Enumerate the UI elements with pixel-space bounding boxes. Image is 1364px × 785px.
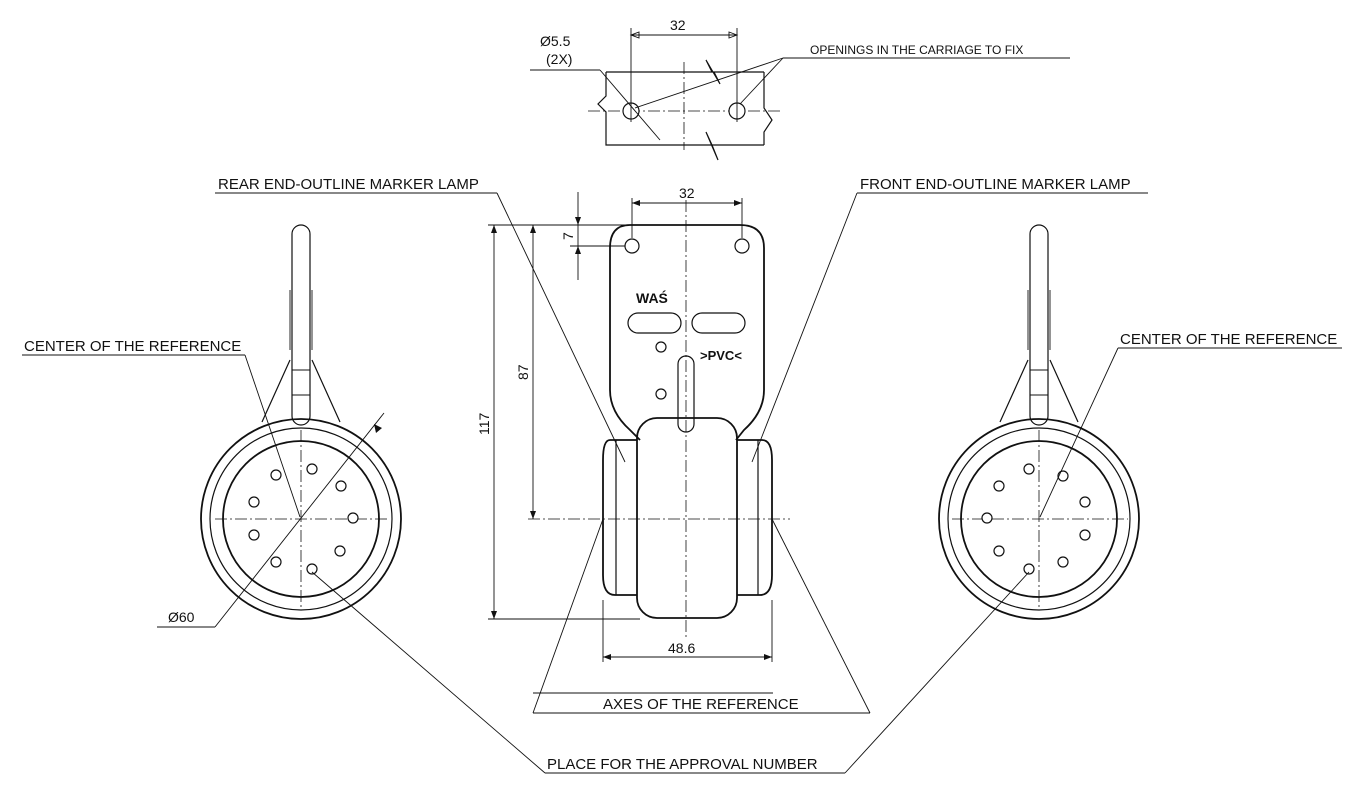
rear-lamp-view: CENTER OF THE REFERENCE Ø60 (22, 224, 402, 628)
front-lamp-view: CENTER OF THE REFERENCE (938, 224, 1342, 620)
slot-left (627, 312, 682, 334)
lamp-labels: REAR END-OUTLINE MARKER LAMP FRONT END-O… (215, 176, 1148, 463)
center-label-right: CENTER OF THE REFERENCE (1120, 331, 1337, 348)
slot-right (691, 312, 746, 334)
lamp-body (636, 417, 738, 619)
front-led-holes (981, 463, 1091, 575)
dim-top-spacing: 32 (670, 17, 686, 33)
dim-hole-count: (2X) (546, 51, 572, 67)
dim-total-height: 117 (476, 412, 492, 435)
bracket-hole-right (734, 238, 750, 254)
center-side-view: WAŚ >PVC< 32 7 87 (476, 185, 790, 662)
front-lamp-label: FRONT END-OUTLINE MARKER LAMP (860, 176, 1131, 193)
bottom-labels: AXES OF THE REFERENCE PLACE FOR THE APPR… (311, 518, 1030, 774)
material-marking: >PVC< (700, 348, 742, 363)
openings-label: OPENINGS IN THE CARRIAGE TO FIX (810, 43, 1023, 57)
dim-axis-height: 87 (515, 364, 531, 380)
rear-led-holes (248, 463, 359, 575)
brand-marking: WAŚ (636, 289, 668, 306)
bracket-hole-left (624, 238, 640, 254)
dim-hole-offset: 7 (560, 232, 576, 240)
dim-hole-diameter: Ø5.5 (540, 33, 571, 49)
dim-width: 48.6 (668, 640, 695, 656)
carriage-openings-detail: 32 Ø5.5 (2X) OPENINGS IN THE CARRIAGE TO… (530, 17, 1070, 161)
dim-bracket-spacing: 32 (679, 185, 695, 201)
axes-label: AXES OF THE REFERENCE (603, 696, 799, 713)
rear-lamp-label: REAR END-OUTLINE MARKER LAMP (218, 176, 479, 193)
approval-label: PLACE FOR THE APPROVAL NUMBER (547, 756, 818, 773)
dim-lens-diameter: Ø60 (168, 609, 195, 625)
center-label-left: CENTER OF THE REFERENCE (24, 338, 241, 355)
